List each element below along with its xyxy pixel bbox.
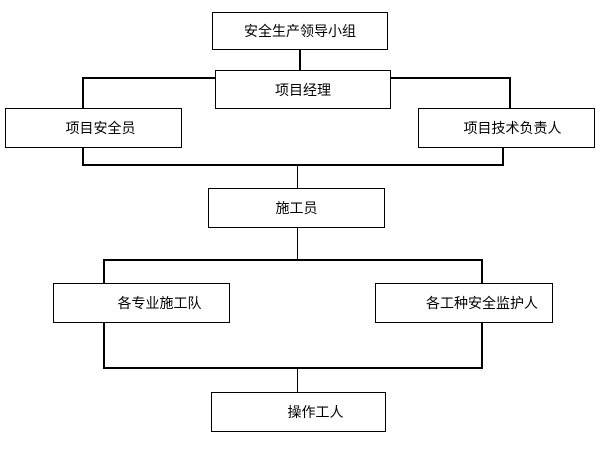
connector-bus3: [103, 367, 483, 369]
connector-leadership-manager: [299, 50, 301, 70]
node-specialty-construction-teams: 各专业施工队: [53, 283, 230, 323]
connector-bus2: [103, 259, 483, 261]
node-construction-foreman: 施工员: [208, 188, 385, 228]
connector-teams-bus3: [103, 322, 105, 368]
connector-bus2-teams: [103, 259, 105, 283]
node-operating-workers: 操作工人: [211, 392, 386, 432]
node-trade-safety-supervisors: 各工种安全监护人: [375, 283, 553, 323]
connector-bus2-supervisors: [481, 259, 483, 283]
connector-manager-safety-v: [82, 77, 84, 108]
connector-manager-tech-h: [390, 77, 510, 79]
connector-foreman-bus2: [296, 227, 298, 260]
connector-manager-safety-h: [82, 77, 216, 79]
connector-bus3-workers: [296, 367, 298, 392]
connector-supervisors-bus3: [481, 322, 483, 368]
node-project-technical-leader: 项目技术负责人: [418, 108, 595, 148]
connector-manager-tech-v: [509, 77, 511, 108]
connector-bus1-foreman: [296, 164, 298, 188]
connector-tech-bus1: [502, 147, 504, 165]
connector-safety-bus1: [82, 148, 84, 165]
node-project-safety-officer: 项目安全员: [5, 108, 182, 148]
connector-bus1: [82, 164, 504, 166]
node-project-manager: 项目经理: [215, 70, 391, 109]
node-leadership-group: 安全生产领导小组: [212, 12, 388, 50]
